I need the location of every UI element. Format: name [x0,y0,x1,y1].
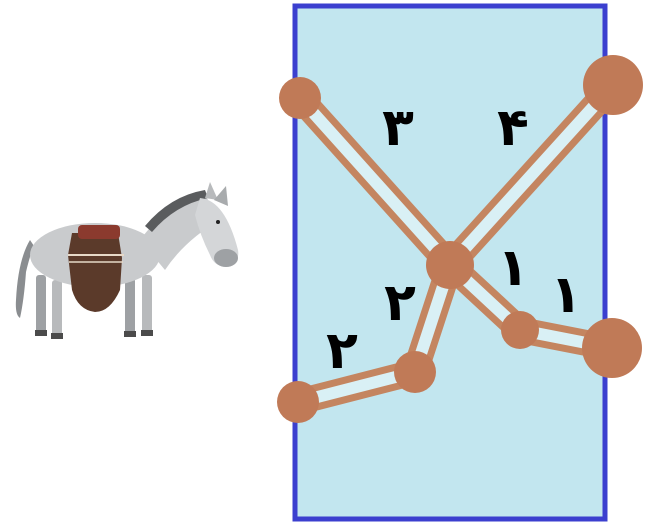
label-three: ۳ [382,98,414,158]
label-one-center: ۱ [497,238,529,298]
joint-right-end [582,318,642,378]
donkey-icon [15,182,239,339]
joint-left-end [277,381,319,423]
label-two-center: ۲ [384,273,416,333]
label-four: ۴ [497,98,529,158]
label-two-left: ۲ [326,321,358,381]
joints [277,55,643,423]
label-one-right: ۱ [550,265,582,325]
joint-top-right [583,55,643,115]
joint-center [426,241,474,289]
joint-lower-middle [394,351,436,393]
joint-right-middle [501,311,539,349]
joint-top-left [279,77,321,119]
